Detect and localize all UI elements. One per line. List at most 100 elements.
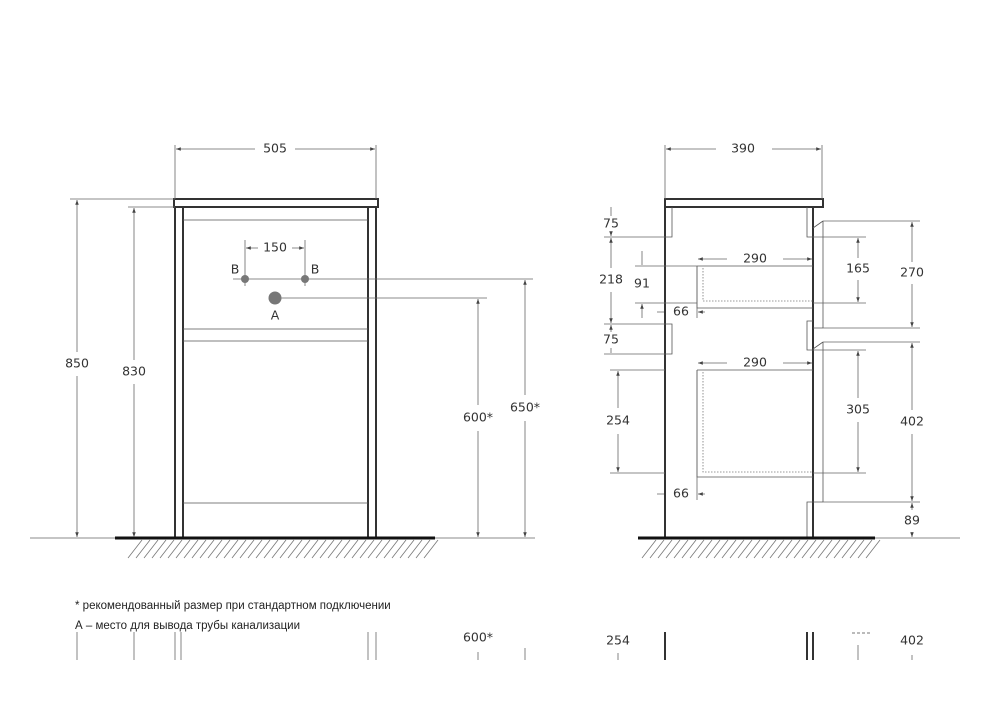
hatch-line <box>713 539 729 559</box>
hatch-line <box>343 539 359 559</box>
dim-drawer1-setback-label: 66 <box>673 304 689 319</box>
dim-drawer2-front-label: 402 <box>900 414 924 429</box>
front-view: 505 850 830 150 B B A 600* 650* <box>30 141 540 559</box>
hatch-line <box>359 539 375 559</box>
hatch-line <box>151 539 167 559</box>
hatch-line <box>665 539 681 559</box>
hatch-line <box>657 539 673 559</box>
fragment-label-left: 600* <box>463 630 493 645</box>
drain-label: A <box>271 308 280 323</box>
dim-plinth-label: 89 <box>904 513 920 528</box>
dim-top-gap-label: 75 <box>603 216 619 231</box>
dim-width-label: 505 <box>263 141 287 156</box>
note-asterisk: * рекомендованный размер при стандартном… <box>75 600 391 612</box>
bottom-fragment: 600* 254 402 <box>76 630 924 660</box>
hatch-line <box>335 539 351 559</box>
hatch-line <box>311 539 327 559</box>
hatch-line <box>761 539 777 559</box>
hatch-line <box>383 539 399 559</box>
hatch-line <box>367 539 383 559</box>
hatch-line <box>825 539 841 559</box>
hatch-line <box>705 539 721 559</box>
hatch-line <box>857 539 873 559</box>
hatch-line <box>641 539 657 559</box>
cabinet-rails <box>183 219 368 504</box>
hatch-line <box>865 539 881 559</box>
side-view: 390 75 218 75 91 66 290 165 270 290 254 … <box>599 141 960 559</box>
hatch-line <box>287 539 303 559</box>
hatch-line <box>745 539 761 559</box>
dim-depth-label: 390 <box>731 141 755 156</box>
dim-tap-height-label: 650* <box>510 400 540 415</box>
hatch-line <box>295 539 311 559</box>
hatch-line <box>681 539 697 559</box>
hatch-line <box>191 539 207 559</box>
dim-height-total-label: 850 <box>65 356 89 371</box>
cabinet-legs <box>174 207 377 538</box>
dim-height-body-label: 830 <box>122 364 146 379</box>
hatch-line <box>753 539 769 559</box>
dim-tap-spacing-label: 150 <box>263 240 287 255</box>
hatch-line <box>159 539 175 559</box>
dim-mid-gap-label: 75 <box>603 332 619 347</box>
hatch-line <box>175 539 191 559</box>
hatch-line <box>849 539 865 559</box>
dim-drawer1-depth-label: 290 <box>743 251 767 266</box>
hatch-line <box>809 539 825 559</box>
hatch-line <box>303 539 319 559</box>
hatch-line <box>351 539 367 559</box>
hatch-line <box>231 539 247 559</box>
hatch-line <box>263 539 279 559</box>
hatch-line <box>729 539 745 559</box>
dim-drawer2-depth-label: 290 <box>743 355 767 370</box>
hatch-line <box>239 539 255 559</box>
drain-hole <box>268 291 282 305</box>
tap-hole-right <box>301 275 309 283</box>
hatch-line <box>697 539 713 559</box>
hatch-line <box>199 539 215 559</box>
hatch-line <box>255 539 271 559</box>
hatch-line <box>423 539 439 559</box>
drawer-boxes <box>696 265 813 478</box>
dim-drawer2-front-inner-label: 305 <box>846 402 870 417</box>
hatch-line <box>271 539 287 559</box>
hatch-line <box>247 539 263 559</box>
tap-label-left: B <box>231 262 240 277</box>
dim-drawer1-front-inner-label: 165 <box>846 261 870 276</box>
hatch-line <box>801 539 817 559</box>
note-a-label: А – место для вывода трубы канализации <box>75 620 300 632</box>
hatch-line <box>673 539 689 559</box>
dim-drawer2-setback-label: 66 <box>673 486 689 501</box>
hatch-line <box>391 539 407 559</box>
tap-label-right: B <box>311 262 320 277</box>
frame-blocks <box>665 207 813 538</box>
side-floor-hatch <box>641 539 881 559</box>
hatch-line <box>721 539 737 559</box>
tap-hole-left <box>241 275 249 283</box>
hatch-line <box>777 539 793 559</box>
dim-drawer1-front-label: 270 <box>900 265 924 280</box>
hatch-line <box>407 539 423 559</box>
hatch-line <box>793 539 809 559</box>
fragment-label-mid: 254 <box>606 633 630 648</box>
dim-drawer1-offset-label: 218 <box>599 272 623 287</box>
hatch-line <box>215 539 231 559</box>
countertop <box>173 198 379 208</box>
hatch-line <box>817 539 833 559</box>
hatch-line <box>127 539 143 559</box>
hatch-line <box>135 539 151 559</box>
hatch-line <box>207 539 223 559</box>
hatch-line <box>319 539 335 559</box>
dim-drain-height-label: 600* <box>463 410 493 425</box>
floor-hatch <box>127 539 439 559</box>
hatch-line <box>167 539 183 559</box>
hatch-line <box>689 539 705 559</box>
hatch-line <box>833 539 849 559</box>
hatch-line <box>649 539 665 559</box>
hatch-line <box>785 539 801 559</box>
fragment-label-right: 402 <box>900 633 924 648</box>
side-countertop <box>664 198 824 208</box>
dim-drawer2-height-label: 254 <box>606 413 630 428</box>
dim-drawer1-height-label: 91 <box>634 276 650 291</box>
hatch-line <box>375 539 391 559</box>
